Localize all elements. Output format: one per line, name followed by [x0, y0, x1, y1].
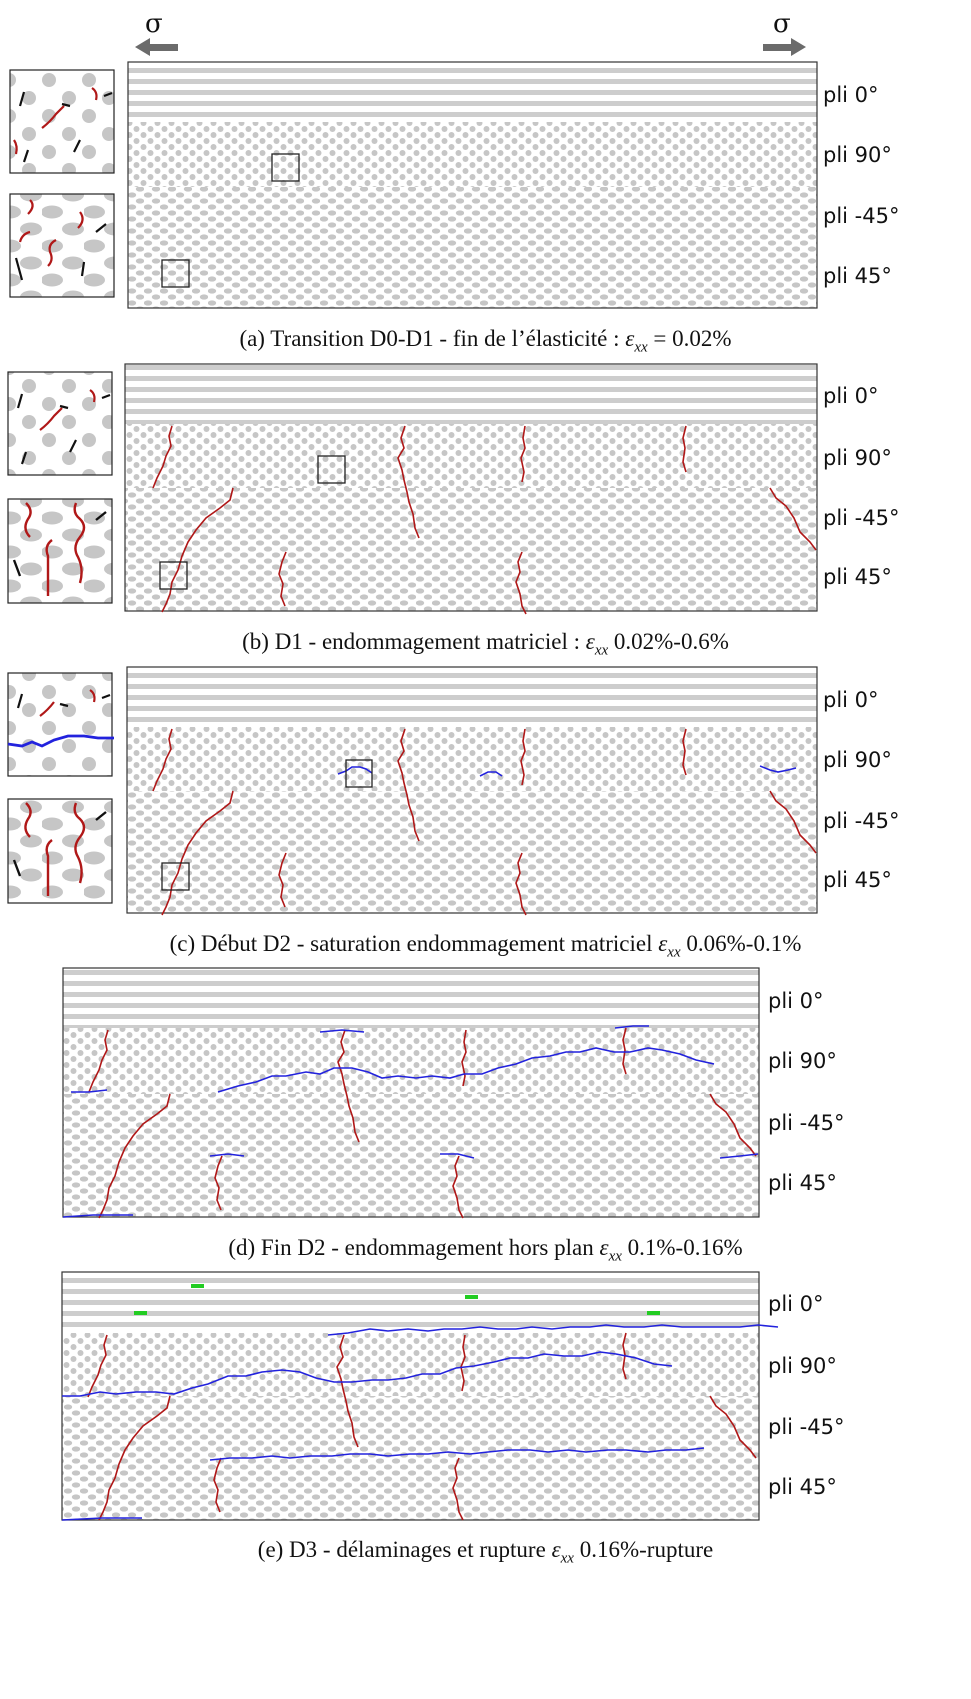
ply-0-layer [128, 62, 817, 122]
strain-subscript: xx [608, 1248, 622, 1265]
ply-label-0: pli 0° [823, 688, 879, 712]
panel-c: pli 0° pli 90° pli -45° pli 45° [7, 666, 899, 916]
zoom-box-ply90 [317, 455, 346, 484]
strain-subscript: xx [560, 1550, 574, 1567]
strain-symbol: ε [599, 1235, 609, 1260]
panel-frame [126, 666, 818, 914]
ply-45-layer [125, 552, 817, 611]
inset-ply45 [7, 798, 113, 904]
strain-symbol: ε [551, 1537, 561, 1562]
ply-label-90: pli 90° [823, 748, 892, 772]
ply-45-layer [127, 853, 817, 913]
ply-label-45: pli 45° [768, 1475, 837, 1499]
ply-label-45: pli 45° [768, 1171, 837, 1195]
stress-symbol-right: σ [773, 9, 791, 39]
ply-minus45-layer [62, 1396, 759, 1458]
caption-d: (d) Fin D2 - endommagement hors plan εxx… [0, 1235, 971, 1266]
inset-ply45 [7, 498, 113, 604]
caption-b-text: (b) D1 - endommagement matriciel : [242, 629, 586, 654]
zoom-box-ply90 [345, 759, 373, 788]
ply-label-90: pli 90° [823, 143, 892, 167]
ply-45-layer [128, 248, 817, 308]
panel-e: pli 0° pli 90° pli -45° pli 45° [61, 1271, 844, 1521]
ply-label-45: pli 45° [823, 868, 892, 892]
inset-ply90 [7, 371, 113, 476]
panel-b: pli 0° pli 90° pli -45° pli 45° [7, 363, 899, 615]
ply-label-minus45: pli -45° [823, 809, 899, 833]
inset-ply90 [7, 672, 114, 777]
caption-b-value: 0.02%-0.6% [608, 629, 729, 654]
zoom-box-ply45 [159, 561, 188, 590]
ply-label-minus45: pli -45° [823, 506, 899, 530]
ply-90-layer [127, 727, 817, 791]
ply-45-layer [62, 1458, 759, 1520]
stress-symbol-left: σ [145, 9, 163, 39]
ply-label-45: pli 45° [823, 565, 892, 589]
panel-a: pli 0° pli 90° pli -45° pli 45° [9, 61, 899, 309]
ply-0-layer [127, 667, 817, 727]
strain-symbol: ε [658, 931, 668, 956]
ply-label-90: pli 90° [768, 1049, 837, 1073]
ply-minus45-layer [125, 488, 817, 552]
transverse-cracks [152, 425, 817, 615]
inset-ply90 [9, 69, 115, 174]
zoom-box-ply45 [161, 259, 190, 288]
strain-subscript: xx [634, 339, 648, 356]
ply-label-45: pli 45° [823, 264, 892, 288]
ply-45-layer [63, 1156, 759, 1217]
panel-frame [62, 967, 760, 1218]
ply-minus45-layer [63, 1094, 759, 1156]
ply-90-layer [128, 122, 817, 187]
transverse-cracks [152, 728, 817, 916]
caption-a-value: = 0.02% [647, 326, 732, 351]
ply-90-layer [62, 1333, 759, 1396]
ply-label-minus45: pli -45° [768, 1415, 844, 1439]
ply-label-90: pli 90° [768, 1354, 837, 1378]
ply-90-layer [63, 1028, 759, 1094]
ply-label-0: pli 0° [768, 989, 824, 1013]
delaminations [62, 1025, 759, 1218]
caption-d-value: 0.1%-0.16% [621, 1235, 743, 1260]
fiber-breaks [134, 1284, 660, 1315]
ply-minus45-layer [128, 187, 817, 248]
panel-frame [127, 61, 818, 309]
caption-d-text: (d) Fin D2 - endommagement hors plan [228, 1235, 600, 1260]
zoom-box-ply45 [161, 862, 190, 891]
caption-a-text: (a) Transition D0-D1 - fin de l’élastici… [239, 326, 626, 351]
caption-c: (c) Début D2 - saturation endommagement … [0, 931, 971, 962]
ply-label-0: pli 0° [768, 1292, 824, 1316]
strain-subscript: xx [594, 642, 609, 659]
caption-b: (b) D1 - endommagement matriciel : εxx 0… [0, 629, 971, 660]
ply-0-layer [125, 364, 817, 424]
ply-minus45-layer [127, 791, 817, 853]
load-arrow-right [763, 38, 806, 56]
transverse-cracks [88, 1027, 757, 1219]
inset-ply45 [9, 193, 115, 298]
ply-label-minus45: pli -45° [823, 204, 899, 228]
caption-e-value: 0.16%-rupture [573, 1537, 714, 1562]
delamination-onsets [337, 765, 797, 777]
caption-c-value: 0.06%-0.1% [680, 931, 802, 956]
ply-label-90: pli 90° [823, 446, 892, 470]
strain-symbol: ε [585, 629, 595, 654]
strain-symbol: ε [625, 326, 635, 351]
ply-0-layer [62, 1272, 759, 1333]
caption-e: (e) D3 - délaminages et rupture εxx 0.16… [0, 1537, 971, 1568]
panel-d: pli 0° pli 90° pli -45° pli 45° [62, 967, 844, 1219]
caption-e-text: (e) D3 - délaminages et rupture [257, 1537, 552, 1562]
ply-90-layer [125, 424, 817, 488]
ply-0-layer [63, 968, 759, 1028]
caption-c-text: (c) Début D2 - saturation endommagement … [169, 931, 659, 956]
strain-subscript: xx [667, 944, 681, 961]
panel-frame [124, 363, 818, 612]
load-arrow-left [135, 38, 178, 56]
ply-label-0: pli 0° [823, 384, 879, 408]
zoom-box-ply90 [271, 153, 300, 182]
delaminations [61, 1324, 779, 1521]
ply-label-0: pli 0° [823, 83, 879, 107]
caption-a: (a) Transition D0-D1 - fin de l’élastici… [0, 326, 971, 357]
ply-label-minus45: pli -45° [768, 1111, 844, 1135]
